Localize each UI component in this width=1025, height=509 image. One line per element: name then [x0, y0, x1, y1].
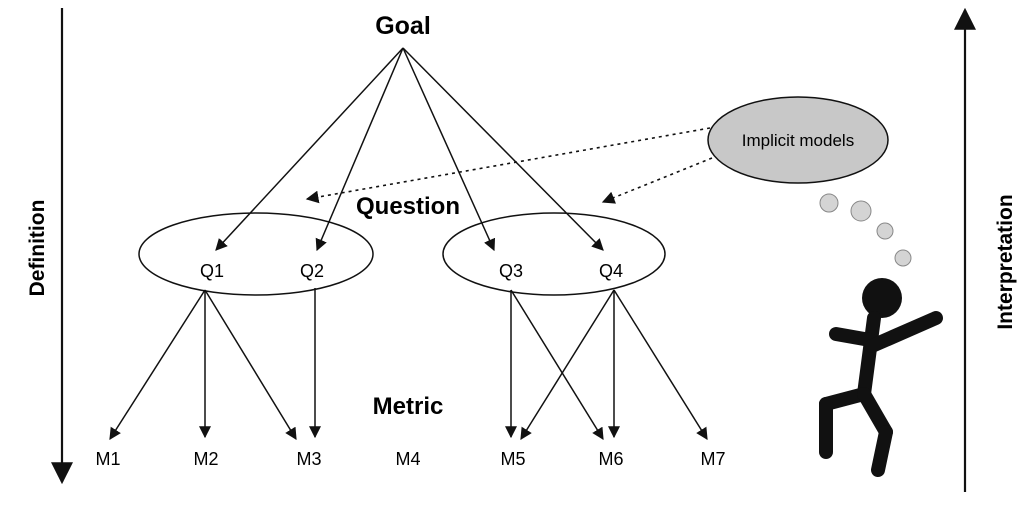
stick-figure-thigh-right: [857, 387, 893, 439]
metric-label: Metric: [373, 393, 444, 420]
thought-bubbles: [819, 193, 912, 267]
metric-m2: M2: [193, 449, 218, 469]
metric-m1: M1: [95, 449, 120, 469]
edge-goal-q2: [315, 47, 404, 252]
edge-q4-m5: [520, 289, 615, 441]
thought-bubble-1: [819, 193, 839, 213]
interpretation-label: Interpretation: [994, 194, 1017, 329]
edge-goal-q4: [402, 47, 604, 251]
question-q2: Q2: [300, 261, 324, 281]
edge-q1-m1: [109, 289, 206, 441]
implicit-to-right-group: [601, 157, 713, 204]
metric-m4: M4: [395, 449, 420, 469]
question-group-right-ellipse: [442, 212, 666, 296]
metric-m7: M7: [700, 449, 725, 469]
implicit-to-left-group: [305, 127, 711, 204]
metric-m6: M6: [598, 449, 623, 469]
thought-bubble-2: [850, 200, 872, 222]
metric-m3: M3: [296, 449, 321, 469]
stick-figure-head: [862, 278, 902, 318]
stick-figure-arm-left: [829, 327, 877, 347]
question-q4: Q4: [599, 261, 623, 281]
definition-label: Definition: [26, 200, 49, 297]
question-q3: Q3: [499, 261, 523, 281]
thought-bubble-4: [894, 249, 912, 267]
goal-label: Goal: [375, 12, 431, 40]
question-to-metric-arrows: [109, 288, 708, 441]
implicit-models-cloud: [707, 96, 889, 184]
stick-figure-arm-right: [865, 311, 943, 353]
stick-figure-torso: [857, 311, 881, 401]
question-group-left-ellipse: [138, 212, 374, 296]
goal-to-question-arrows: [215, 47, 604, 252]
edge-goal-q3: [402, 47, 496, 252]
edge-q1-m3: [204, 289, 297, 441]
implicit-models-label: Implicit models: [742, 131, 854, 150]
stick-figure: [819, 278, 943, 477]
thought-bubble-3: [876, 222, 894, 240]
implicit-model-arrows: [305, 127, 713, 204]
edge-q3-m6: [510, 289, 604, 441]
question-label: Question: [356, 193, 460, 220]
metric-m5: M5: [500, 449, 525, 469]
edge-q4-m7: [613, 289, 708, 441]
edge-goal-q1: [215, 47, 404, 251]
question-q1: Q1: [200, 261, 224, 281]
stick-figure-shin-right: [871, 425, 893, 477]
